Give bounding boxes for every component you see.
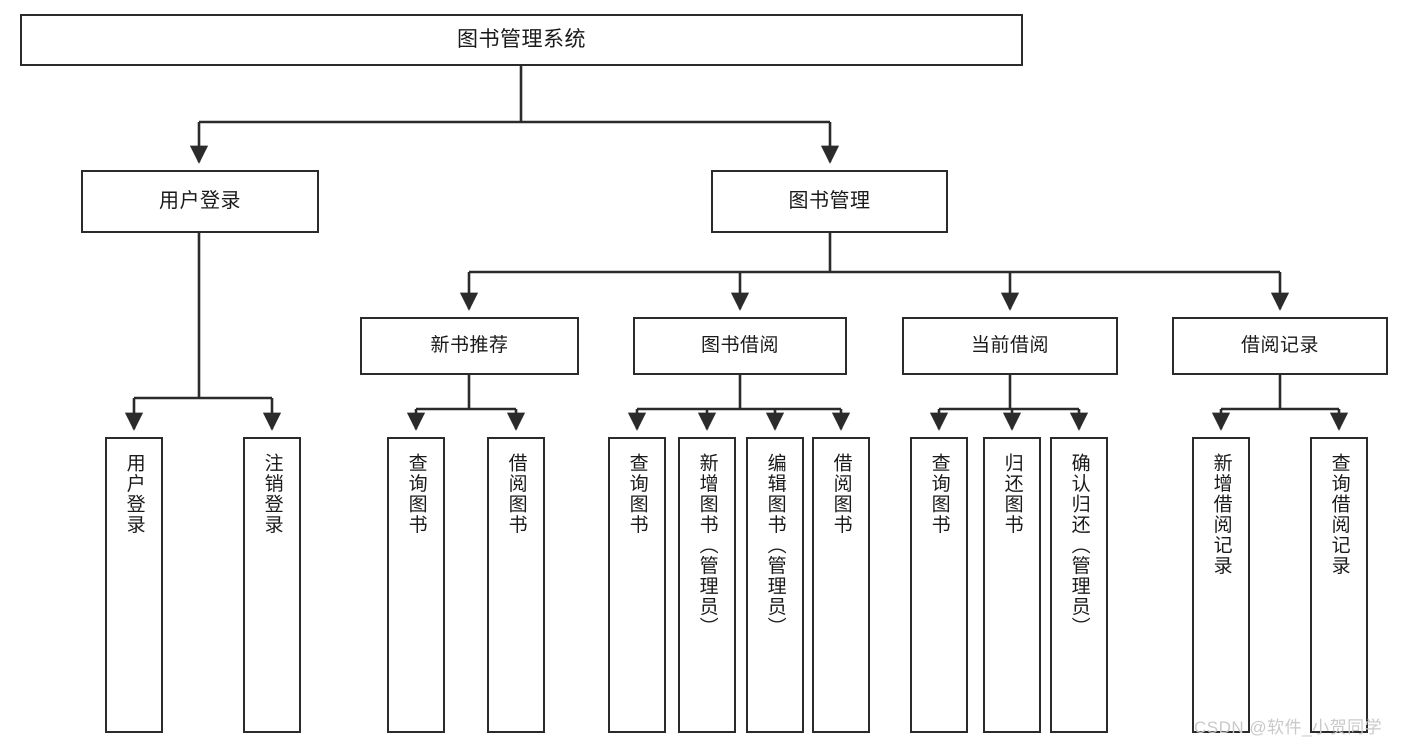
node-leaf-user-login[interactable]: 用户登录 <box>105 437 163 733</box>
node-label: 图书管理系统 <box>457 27 586 51</box>
node-label: 查询图书 <box>405 453 427 535</box>
node-leaf-add-book-admin[interactable]: 新增图书（管理员） <box>678 437 736 733</box>
node-label: 新增借阅记录 <box>1210 453 1232 576</box>
node-label: 新增图书（管理员） <box>696 453 718 638</box>
node-leaf-query-book-3[interactable]: 查询图书 <box>910 437 968 733</box>
node-borrow-record[interactable]: 借阅记录 <box>1172 317 1388 375</box>
node-leaf-query-borrow-record[interactable]: 查询借阅记录 <box>1310 437 1368 733</box>
node-label: 注销登录 <box>261 453 283 535</box>
node-leaf-borrow-book-1[interactable]: 借阅图书 <box>487 437 545 733</box>
node-new-book-recommend[interactable]: 新书推荐 <box>360 317 579 375</box>
node-leaf-borrow-book-2[interactable]: 借阅图书 <box>812 437 870 733</box>
node-root[interactable]: 图书管理系统 <box>20 14 1023 66</box>
node-label: 查询图书 <box>626 453 648 535</box>
node-label: 当前借阅 <box>970 334 1049 356</box>
node-book-manage[interactable]: 图书管理 <box>711 170 948 233</box>
node-leaf-edit-book-admin[interactable]: 编辑图书（管理员） <box>746 437 804 733</box>
node-leaf-query-book-1[interactable]: 查询图书 <box>387 437 445 733</box>
node-leaf-return-book[interactable]: 归还图书 <box>983 437 1041 733</box>
node-label: 借阅记录 <box>1240 334 1319 356</box>
node-label: 编辑图书（管理员） <box>764 453 786 638</box>
node-current-borrow[interactable]: 当前借阅 <box>902 317 1118 375</box>
node-label: 用户登录 <box>159 189 241 212</box>
node-label: 查询图书 <box>928 453 950 535</box>
node-label: 归还图书 <box>1001 453 1023 535</box>
node-leaf-query-book-2[interactable]: 查询图书 <box>608 437 666 733</box>
node-label: 确认归还（管理员） <box>1068 453 1090 638</box>
node-user-login[interactable]: 用户登录 <box>81 170 319 233</box>
node-label: 新书推荐 <box>430 334 509 356</box>
node-label: 借阅图书 <box>830 453 852 535</box>
node-book-borrow[interactable]: 图书借阅 <box>633 317 847 375</box>
node-leaf-confirm-return-admin[interactable]: 确认归还（管理员） <box>1050 437 1108 733</box>
node-label: 用户登录 <box>123 453 145 535</box>
node-leaf-logout[interactable]: 注销登录 <box>243 437 301 733</box>
node-label: 图书借阅 <box>700 334 779 356</box>
node-label: 借阅图书 <box>505 453 527 535</box>
node-leaf-add-borrow-record[interactable]: 新增借阅记录 <box>1192 437 1250 733</box>
node-label: 查询借阅记录 <box>1328 453 1350 576</box>
node-label: 图书管理 <box>788 189 871 212</box>
